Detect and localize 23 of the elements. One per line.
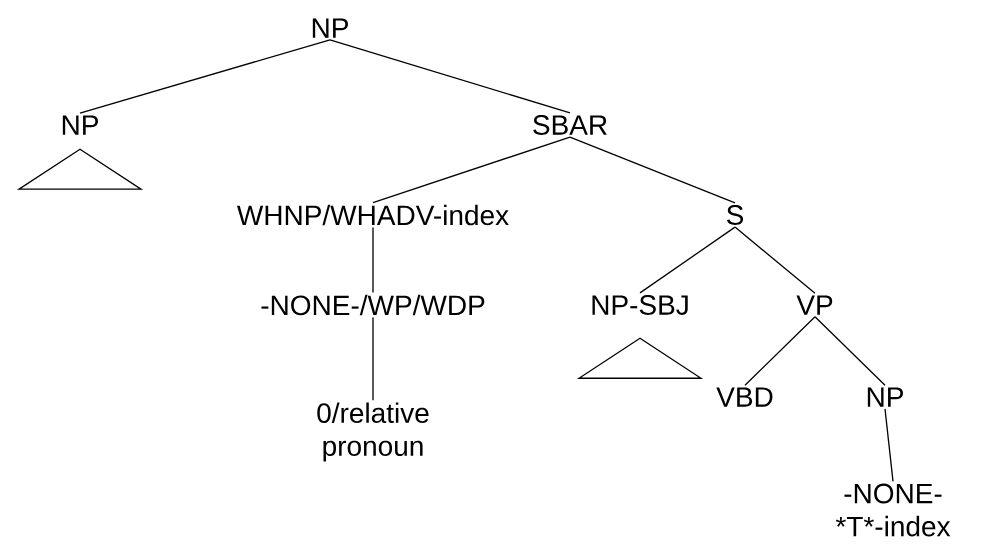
tree-label: -NONE-/WP/WDP [261, 294, 485, 316]
tree-label: NP [312, 18, 348, 38]
tree-branch [744, 316, 816, 386]
tree-label: NP [62, 115, 98, 135]
tree-label: VBD [716, 387, 773, 407]
tree-branch [569, 136, 736, 204]
tree-branch [329, 39, 571, 114]
tree-label: WHNP/WHADV-index [237, 204, 509, 226]
tree-branch [372, 136, 571, 204]
tree-branch [814, 316, 886, 386]
tree-label: VP [796, 295, 833, 315]
tree-label: SBAR [533, 115, 607, 135]
tree-branch [639, 226, 736, 294]
tree-branch [79, 39, 331, 114]
tree-label: NP [867, 387, 903, 407]
tree-label: 0/relative pronoun [317, 402, 429, 462]
tree-label: NP-SBJ [592, 295, 688, 315]
tree-branch [884, 408, 894, 483]
tree-label: -NONE- *T*-index [835, 483, 951, 537]
tree-branch [734, 226, 816, 294]
tree-branch [372, 226, 374, 294]
tree-branch [372, 316, 374, 401]
tree-label: S [726, 205, 744, 225]
